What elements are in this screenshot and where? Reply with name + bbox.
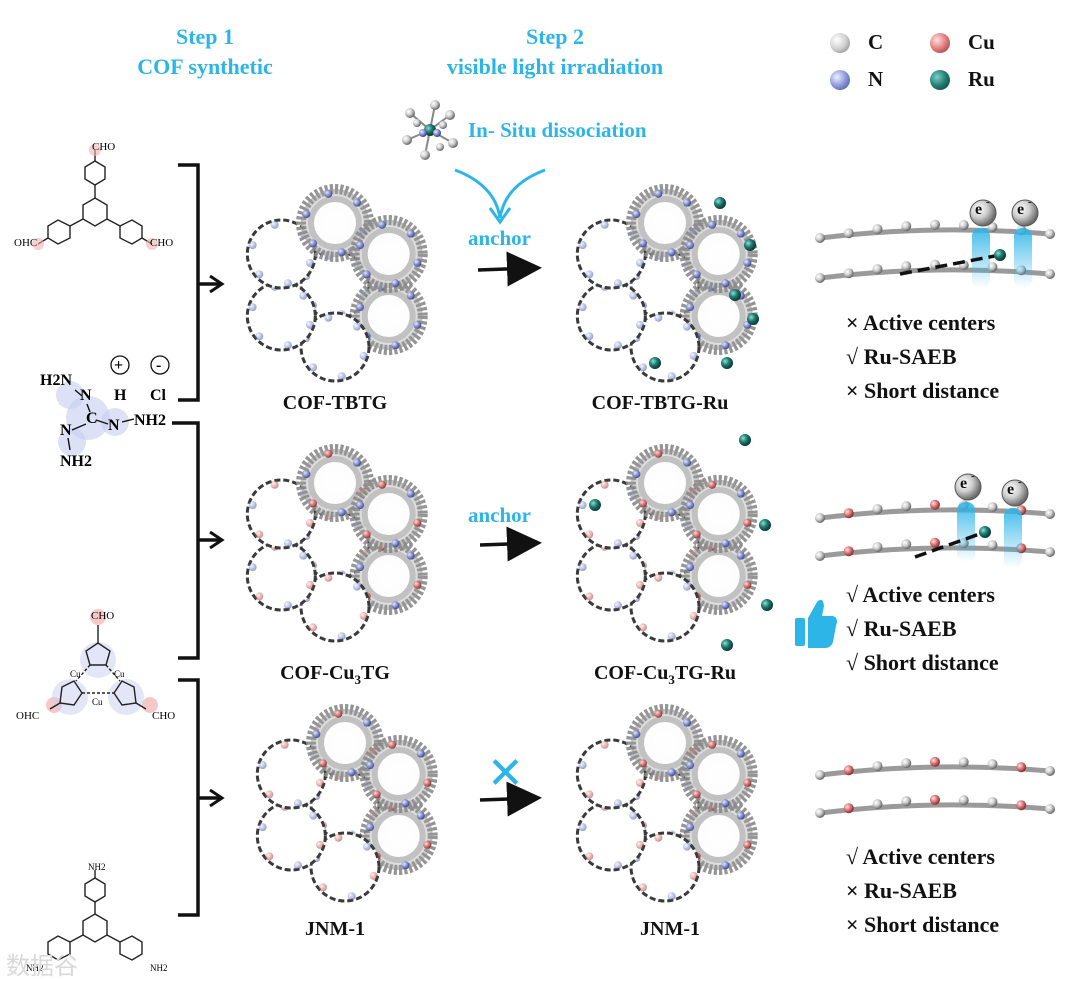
ruthenium-ball-icon	[930, 69, 950, 90]
prop-row3-active-centers: √ Active centers	[846, 844, 995, 869]
cof-cu3tg-framework	[245, 444, 428, 643]
carbon-ball-icon	[830, 32, 850, 53]
nh2-right-label: NH2	[134, 412, 166, 429]
electron-badge-4: e-	[1000, 476, 1030, 513]
step2-header: Step 2 visible light irradiation	[420, 22, 690, 82]
atom-legend: C Cu N Ru	[830, 30, 1030, 92]
step1-subtitle: COF synthetic	[137, 54, 273, 79]
dissociation-curve-icon	[454, 168, 546, 219]
props-row3: √ Active centers × Ru-SAEB × Short dista…	[846, 840, 999, 942]
cu-label-1: Cu	[70, 669, 81, 679]
legend-item-cu: Cu	[930, 30, 1030, 55]
trialdehyde-monomer-icon: CHO CHO OHC	[14, 141, 173, 250]
legend-item-c: C	[830, 30, 930, 55]
n-right-label: N	[108, 417, 120, 434]
legend-item-n: N	[830, 67, 930, 92]
cho-right-label: CHO	[150, 237, 173, 249]
dissociation-arrowhead-icon	[488, 207, 512, 225]
prop-row2-short-distance: √ Short distance	[846, 650, 999, 675]
cl-label: Cl	[150, 387, 167, 404]
cof-tbtg-ru-label: COF-TBTG-Ru	[591, 392, 729, 414]
electron-badge-2: e-	[1010, 196, 1040, 233]
thumbs-up-icon	[795, 599, 837, 648]
watermark-text: 数据谷	[6, 952, 78, 980]
jnm1-ru-framework	[575, 704, 758, 903]
arrowhead-row2	[209, 530, 225, 550]
copper-ball-icon	[930, 32, 950, 53]
triamine-monomer-icon: NH2 NH2 NH2	[26, 862, 168, 973]
cho-cu-top-label: CHO	[91, 610, 114, 622]
cof-cu3tg-ru-framework	[575, 434, 773, 651]
cu-label-2: Cu	[114, 669, 125, 679]
n-top-label: N	[80, 387, 92, 404]
anchor-label-row2: anchor	[468, 503, 531, 527]
ohc-cu-left-label: OHC	[16, 710, 39, 722]
props-row2: √ Active centers √ Ru-SAEB √ Short dista…	[846, 578, 999, 680]
prop-row1-short-distance: × Short distance	[846, 378, 1000, 403]
n-bottom-label: N	[60, 422, 72, 439]
cof-tbtg-framework	[245, 184, 428, 383]
charge-minus-label: -	[156, 357, 161, 374]
prop-row3-short-distance: × Short distance	[846, 912, 1000, 937]
dissociation-label: In- Situ dissociation	[468, 118, 647, 142]
row3-layer-stack	[815, 756, 1055, 818]
c-center-label: C	[86, 410, 98, 427]
step1-header: Step 1 COF synthetic	[100, 22, 310, 82]
h2n-label: H2N	[40, 372, 72, 389]
ru-complex-icon	[402, 100, 458, 160]
arrowhead-row1	[209, 274, 225, 294]
cu3-pyrazolate-monomer-icon: CHO OHC CHO Cu Cu Cu	[16, 609, 175, 722]
legend-item-ru: Ru	[930, 67, 1030, 92]
nh2-top-label: NH2	[88, 862, 106, 872]
prop-row2-ru-saeb: √ Ru-SAEB	[846, 616, 957, 641]
prop-row2-active-centers: √ Active centers	[846, 582, 995, 607]
electron-badge-1: e-	[968, 196, 998, 233]
arrow-row1	[477, 251, 542, 287]
cof-tbtg-ru-framework	[575, 184, 759, 383]
cho-cu-right-label: CHO	[152, 710, 175, 722]
nitrogen-ball-icon	[830, 69, 850, 90]
charge-plus-label: +	[114, 357, 123, 374]
blocked-cross-icon: ✕	[487, 748, 524, 799]
nh2-right-label: NH2	[150, 963, 168, 973]
arrow-row2	[479, 526, 542, 562]
step2-subtitle: visible light irradiation	[446, 54, 664, 79]
h-label: H	[114, 387, 127, 404]
cof-cu3tg-label: COF-Cu3TG	[280, 662, 390, 687]
step1-title: Step 1	[175, 24, 235, 49]
row1-layer-stack	[815, 219, 1055, 288]
anchor-label-row1: anchor	[468, 226, 531, 250]
props-row1: × Active centers √ Ru-SAEB × Short dista…	[846, 306, 999, 408]
cho-top-label: CHO	[92, 141, 115, 153]
ohc-left-label: OHC	[14, 237, 37, 249]
prop-row3-ru-saeb: × Ru-SAEB	[846, 878, 957, 903]
arrowhead-row3	[209, 788, 225, 808]
triaminoguanidine-monomer-icon: + - H Cl H2N N C N NH2 N NH2	[40, 355, 170, 470]
jnm1-label: JNM-1	[305, 918, 365, 940]
jnm1-framework	[255, 704, 438, 903]
prop-row1-ru-saeb: √ Ru-SAEB	[846, 344, 957, 369]
arrow-row3	[479, 781, 542, 817]
prop-row1-active-centers: × Active centers	[846, 310, 996, 335]
nh2-bottom-label: NH2	[60, 453, 92, 470]
cof-tbtg-label: COF-TBTG	[282, 392, 388, 414]
step2-title: Step 2	[525, 24, 585, 49]
cof-cu3tg-ru-label: COF-Cu3TG-Ru	[593, 662, 737, 687]
nh2-left-label: NH2	[26, 963, 44, 973]
electron-badge-3: e-	[953, 470, 983, 507]
jnm1-ru-label: JNM-1	[640, 918, 700, 940]
row2-layer-stack	[815, 499, 1055, 568]
cu-label-3: Cu	[92, 697, 103, 707]
